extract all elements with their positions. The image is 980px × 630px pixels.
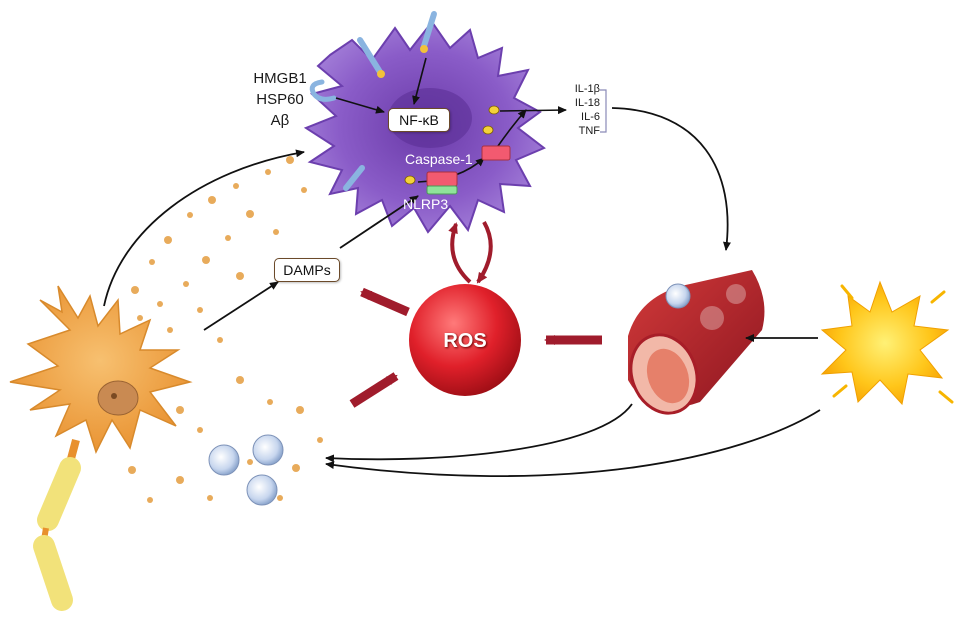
nlrp3-box xyxy=(426,185,458,195)
cell-debris xyxy=(128,156,323,503)
ros-microglia-cycle-arrows xyxy=(448,221,493,284)
damps-box: DAMPs xyxy=(274,258,340,282)
cytokine-label: IL-6 xyxy=(581,111,600,123)
cytokine-label: TNF xyxy=(578,125,600,137)
caspase-label: Caspase-1 xyxy=(405,151,473,167)
nlrp3-label: NLRP3 xyxy=(403,196,449,212)
ros-arrows xyxy=(349,287,602,408)
ros-sphere xyxy=(409,284,521,396)
pro-cytokine-marks xyxy=(404,105,500,185)
neuron-cell xyxy=(9,285,193,611)
ligand-label: HMGB1 xyxy=(253,70,307,87)
immune-cells xyxy=(208,434,284,506)
ros-label: ROS xyxy=(443,330,487,352)
ligand-list: HMGB1 HSP60 Aβ xyxy=(240,68,320,131)
nfkb-box: NF-κB xyxy=(388,108,450,132)
caspase-box xyxy=(481,145,511,161)
blood-vessel xyxy=(628,270,765,415)
ligand-label: Aβ xyxy=(270,112,290,129)
receptor-icon xyxy=(309,11,437,191)
cytokine-label: IL-1β xyxy=(574,83,600,95)
ligand-label: HSP60 xyxy=(256,91,304,108)
microglia-signal-arrows xyxy=(335,57,567,183)
cytokine-label: IL-18 xyxy=(574,97,600,109)
pathway-arrows xyxy=(103,107,821,478)
cytokine-bracket xyxy=(600,89,607,133)
cytokine-list: IL-1β IL-18 IL-6 TNF xyxy=(572,82,600,138)
stress-burst-icon xyxy=(820,280,954,406)
caspase-box xyxy=(426,171,458,187)
